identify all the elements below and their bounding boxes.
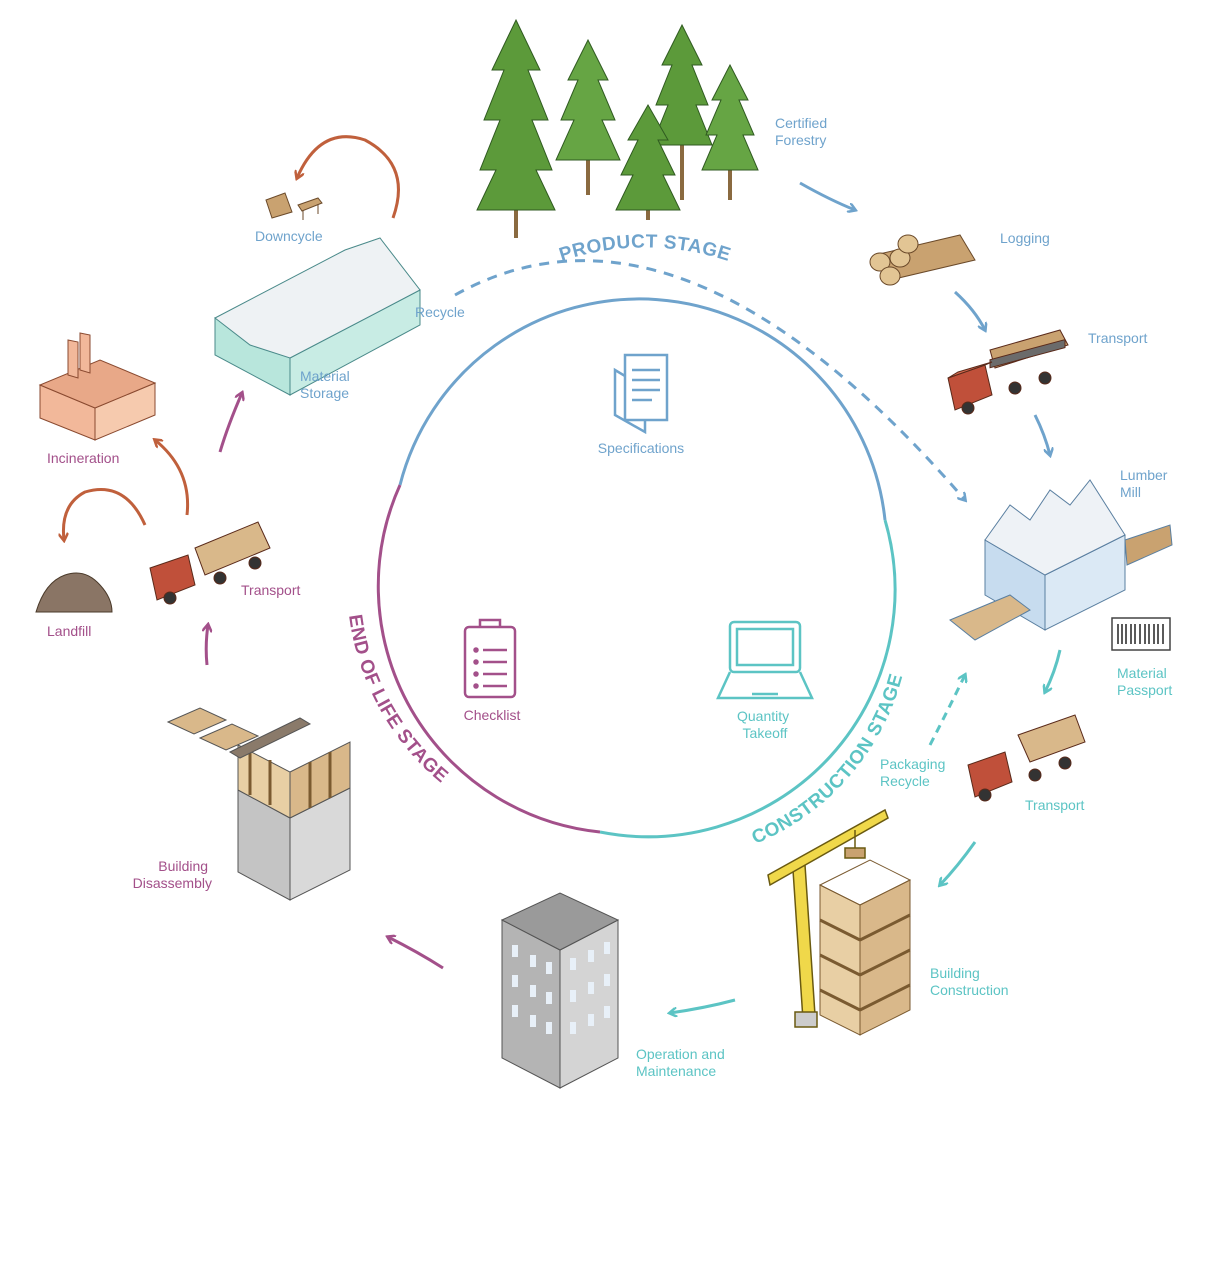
landfill-icon — [36, 573, 112, 612]
specifications-icon — [615, 355, 667, 432]
checklist-label: Checklist — [464, 707, 521, 723]
arrow-transport-mill — [1035, 415, 1050, 455]
arrow-disassembly-transport — [206, 625, 208, 665]
logging-label: Logging — [1000, 230, 1050, 246]
transport-right-label: Transport — [1025, 797, 1085, 813]
arrow-transport-storage — [220, 393, 242, 452]
lumber-mill-label: Lumber Mill — [1120, 467, 1171, 500]
incineration-label: Incineration — [47, 450, 119, 466]
incinerator-icon — [40, 333, 155, 440]
tree-icon — [702, 65, 758, 200]
arrow-construction-operation — [670, 1000, 735, 1013]
truck-icon — [948, 330, 1068, 414]
arrow-transport-incineration — [155, 440, 188, 515]
end-of-life-stage-title: END OF LIFE STAGE — [344, 613, 452, 787]
building-construction-label: Building Construction — [930, 965, 1009, 998]
material-storage-label: Material Storage — [300, 368, 354, 401]
arrow-packaging-recycle — [930, 675, 965, 745]
laptop-icon — [718, 622, 812, 698]
barcode-icon — [1112, 618, 1170, 650]
logs-icon — [870, 235, 975, 285]
landfill-label: Landfill — [47, 623, 91, 639]
quantity-takeoff-label: Quantity Takeoff — [737, 708, 793, 741]
arrow-transport-construction — [940, 842, 975, 885]
construction-building-icon — [820, 860, 910, 1035]
arrow-logging-transport — [955, 292, 985, 330]
arrow-mill-transport — [1045, 650, 1060, 692]
lumber-mill-icon — [950, 480, 1172, 640]
arrow-recycle-mill — [455, 261, 965, 500]
arrow-operation-disassembly — [388, 937, 443, 968]
building-disassembly-label: Building Disassembly — [133, 858, 212, 891]
packaging-recycle-label: Packaging Recycle — [880, 756, 949, 789]
downcycle-icon — [266, 193, 322, 220]
transport-left-label: Transport — [241, 582, 301, 598]
certified-forestry-label: Certified Forestry — [775, 115, 831, 148]
specifications-label: Specifications — [598, 440, 684, 456]
tree-icon — [556, 40, 620, 195]
operation-maintenance-label: Operation and Maintenance — [636, 1046, 729, 1079]
tree-icon — [477, 20, 555, 238]
office-building-icon — [502, 893, 618, 1088]
arrow-forestry-logging — [800, 183, 855, 210]
downcycle-label: Downcycle — [255, 228, 323, 244]
clipboard-icon — [465, 620, 515, 697]
arrow-transport-landfill — [63, 489, 145, 540]
forest-icon — [477, 20, 758, 238]
truck-icon — [968, 715, 1085, 801]
material-passport-label: Material Passport — [1117, 665, 1172, 698]
recycle-label: Recycle — [415, 304, 465, 320]
transport-top-label: Transport — [1088, 330, 1148, 346]
